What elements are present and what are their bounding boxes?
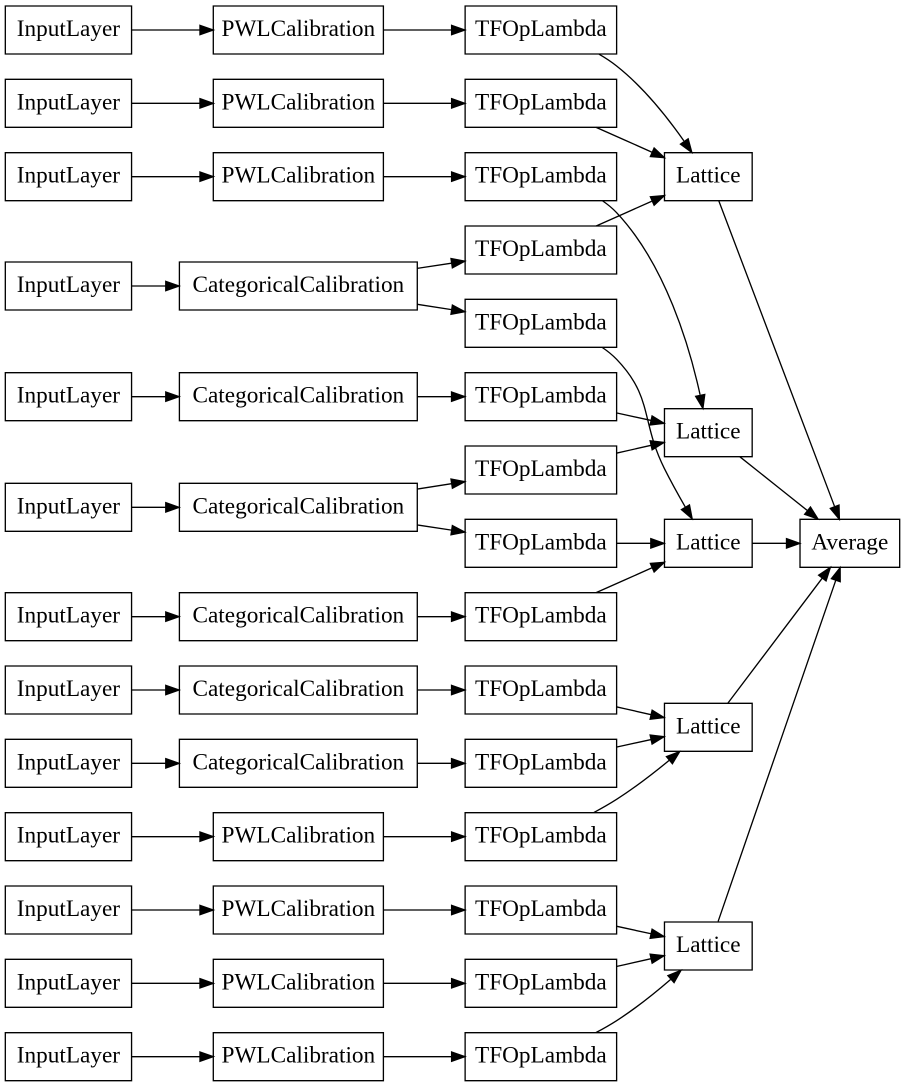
svg-text:TFOpLambda: TFOpLambda — [475, 1043, 607, 1069]
svg-text:InputLayer: InputLayer — [17, 493, 120, 519]
svg-text:InputLayer: InputLayer — [17, 1043, 120, 1069]
svg-text:CategoricalCalibration: CategoricalCalibration — [192, 383, 404, 409]
svg-text:InputLayer: InputLayer — [17, 272, 120, 298]
svg-text:InputLayer: InputLayer — [17, 603, 120, 629]
svg-text:PWLCalibration: PWLCalibration — [222, 1043, 376, 1069]
svg-text:CategoricalCalibration: CategoricalCalibration — [192, 493, 404, 519]
svg-text:InputLayer: InputLayer — [17, 823, 120, 849]
svg-text:TFOpLambda: TFOpLambda — [475, 309, 607, 335]
svg-text:TFOpLambda: TFOpLambda — [475, 823, 607, 849]
svg-text:CategoricalCalibration: CategoricalCalibration — [192, 676, 404, 702]
svg-text:InputLayer: InputLayer — [17, 969, 120, 995]
svg-text:InputLayer: InputLayer — [17, 749, 120, 775]
svg-text:Lattice: Lattice — [676, 529, 741, 555]
svg-text:Lattice: Lattice — [676, 713, 741, 739]
svg-text:TFOpLambda: TFOpLambda — [475, 236, 607, 262]
svg-text:Lattice: Lattice — [676, 419, 741, 445]
svg-text:PWLCalibration: PWLCalibration — [222, 896, 376, 922]
svg-text:TFOpLambda: TFOpLambda — [475, 749, 607, 775]
svg-text:InputLayer: InputLayer — [17, 163, 120, 189]
svg-text:InputLayer: InputLayer — [17, 676, 120, 702]
svg-text:TFOpLambda: TFOpLambda — [475, 383, 607, 409]
svg-text:TFOpLambda: TFOpLambda — [475, 603, 607, 629]
svg-text:Lattice: Lattice — [676, 932, 741, 958]
svg-text:PWLCalibration: PWLCalibration — [222, 969, 376, 995]
svg-text:CategoricalCalibration: CategoricalCalibration — [192, 272, 404, 298]
svg-text:Average: Average — [811, 529, 888, 555]
svg-text:CategoricalCalibration: CategoricalCalibration — [192, 749, 404, 775]
svg-text:TFOpLambda: TFOpLambda — [475, 676, 607, 702]
svg-text:TFOpLambda: TFOpLambda — [475, 969, 607, 995]
svg-text:Lattice: Lattice — [676, 163, 741, 189]
svg-text:TFOpLambda: TFOpLambda — [475, 163, 607, 189]
svg-text:InputLayer: InputLayer — [17, 896, 120, 922]
svg-text:TFOpLambda: TFOpLambda — [475, 896, 607, 922]
svg-text:PWLCalibration: PWLCalibration — [222, 89, 376, 115]
svg-text:PWLCalibration: PWLCalibration — [222, 823, 376, 849]
svg-text:InputLayer: InputLayer — [17, 16, 120, 42]
svg-text:CategoricalCalibration: CategoricalCalibration — [192, 603, 404, 629]
svg-text:InputLayer: InputLayer — [17, 89, 120, 115]
svg-text:TFOpLambda: TFOpLambda — [475, 529, 607, 555]
svg-text:PWLCalibration: PWLCalibration — [222, 163, 376, 189]
svg-text:TFOpLambda: TFOpLambda — [475, 89, 607, 115]
svg-text:TFOpLambda: TFOpLambda — [475, 456, 607, 482]
svg-text:TFOpLambda: TFOpLambda — [475, 16, 607, 42]
svg-text:InputLayer: InputLayer — [17, 383, 120, 409]
svg-text:PWLCalibration: PWLCalibration — [222, 16, 376, 42]
